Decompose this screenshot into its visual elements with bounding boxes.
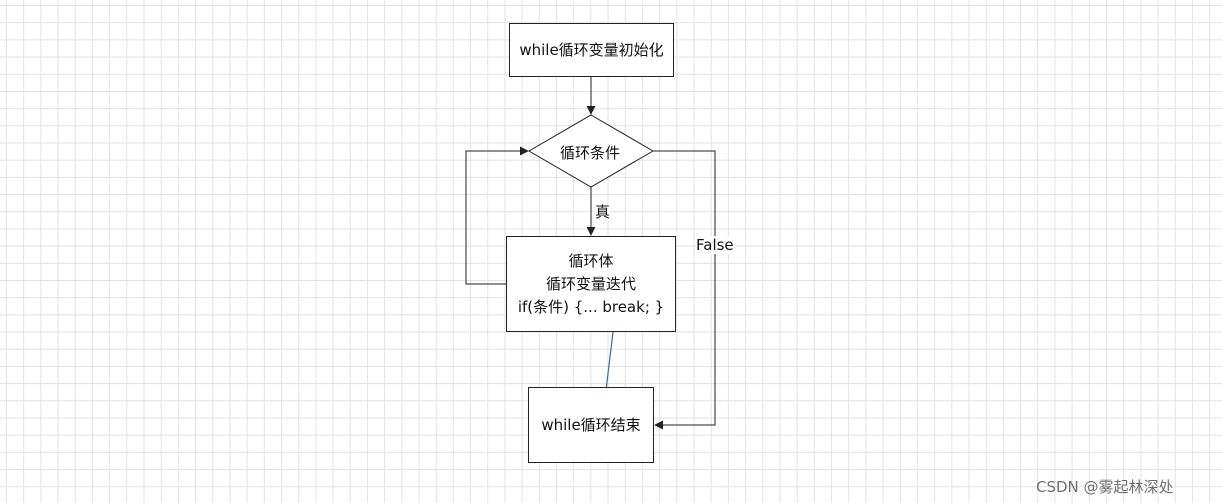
false-branch-label: False [696,236,734,254]
init-text: while循环变量初始化 [519,40,664,59]
break-condition-line: if(条件) {... break; } [517,297,665,316]
loop-body-line: 循环体 [568,251,614,270]
watermark: CSDN @雾起林深处 [1036,478,1174,496]
condition-text: 循环条件 [560,144,621,162]
true-branch-label: 真 [595,203,611,221]
arrow-loop-back [465,146,529,285]
loop-iteration-line: 循环变量迭代 [545,274,636,293]
end-text: while循环结束 [541,415,641,434]
init-box: while循环变量初始化 [509,23,674,77]
arrow-false-to-end [653,150,716,430]
loop-body-box: 循环体 循环变量迭代 if(条件) {... break; } [506,236,676,332]
end-box: while循环结束 [528,387,654,463]
